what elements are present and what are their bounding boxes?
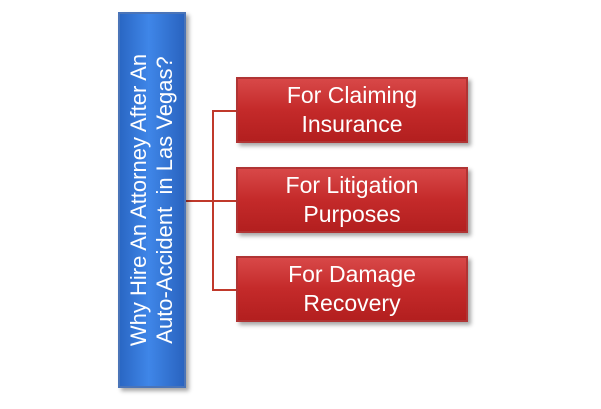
root-node-line-2: Auto-Accident in Las Vegas?: [152, 56, 177, 344]
child-node-damage-recovery: For Damage Recovery: [236, 256, 468, 322]
child-node-1-line-1: For Claiming: [286, 82, 418, 108]
child-node-3-line-1: For Damage: [288, 261, 416, 287]
root-node-label: Why Hire An Attorney After An Auto-Accid…: [118, 12, 186, 388]
connector-branch-3: [212, 289, 236, 291]
root-node: Why Hire An Attorney After An Auto-Accid…: [118, 12, 186, 388]
root-node-line-1: Why Hire An Attorney After An: [126, 53, 151, 347]
connector-branch-1: [212, 110, 236, 112]
child-node-litigation-purposes: For Litigation Purposes: [236, 167, 468, 233]
child-node-claiming-insurance: For Claiming Insurance: [236, 77, 468, 143]
child-node-1-line-2: Insurance: [301, 111, 403, 137]
child-node-2-line-1: For Litigation: [285, 172, 419, 198]
connector-branch-2: [212, 200, 236, 202]
connector-trunk: [186, 200, 214, 202]
child-node-3-line-2: Recovery: [303, 290, 401, 316]
child-node-2-line-2: Purposes: [303, 201, 401, 227]
